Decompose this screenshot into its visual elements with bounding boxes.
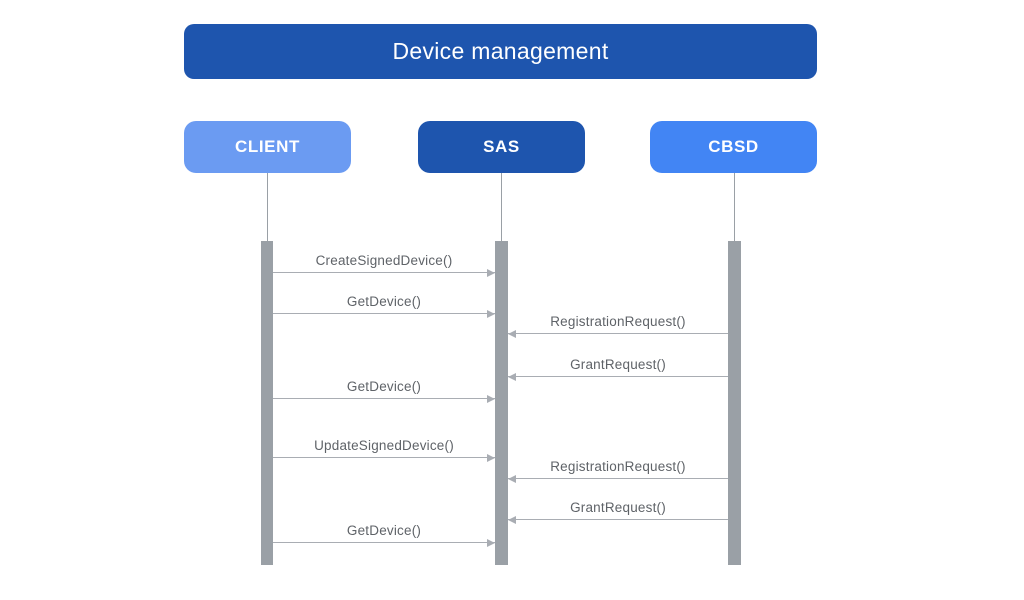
message-label: GrantRequest() [570,357,666,372]
lifeline-sas [500,173,502,241]
arrow-right-icon [273,538,495,547]
actor-client: CLIENT [184,121,351,173]
message-label: RegistrationRequest() [550,314,686,329]
arrow-right-icon [273,394,495,403]
arrow-right-icon [273,309,495,318]
arrow-right-icon [273,268,495,277]
diagram-title: Device management [184,24,817,79]
message-row: UpdateSignedDevice() [273,438,495,462]
arrow-left-icon [508,329,728,338]
message-label: GetDevice() [346,294,422,309]
activation-bar-client [261,241,273,565]
message-label: UpdateSignedDevice() [314,438,454,453]
message-row: GetDevice() [273,379,495,403]
message-label: GetDevice() [346,523,422,538]
message-label: GrantRequest() [570,500,666,515]
actor-sas: SAS [418,121,585,173]
arrow-left-icon [508,515,728,524]
lifeline-client [266,173,268,241]
message-row: CreateSignedDevice() [273,253,495,277]
arrow-left-icon [508,372,728,381]
actor-cbsd: CBSD [650,121,817,173]
message-label: CreateSignedDevice() [315,253,453,268]
message-label: GetDevice() [346,379,422,394]
message-label: RegistrationRequest() [550,459,686,474]
message-row: RegistrationRequest() [508,459,728,483]
lifeline-cbsd [733,173,735,241]
message-row: GrantRequest() [508,500,728,524]
activation-bar-cbsd [728,241,741,565]
arrow-right-icon [273,453,495,462]
activation-bar-sas [495,241,508,565]
message-row: GetDevice() [273,294,495,318]
message-row: RegistrationRequest() [508,314,728,338]
message-row: GetDevice() [273,523,495,547]
arrow-left-icon [508,474,728,483]
message-row: GrantRequest() [508,357,728,381]
